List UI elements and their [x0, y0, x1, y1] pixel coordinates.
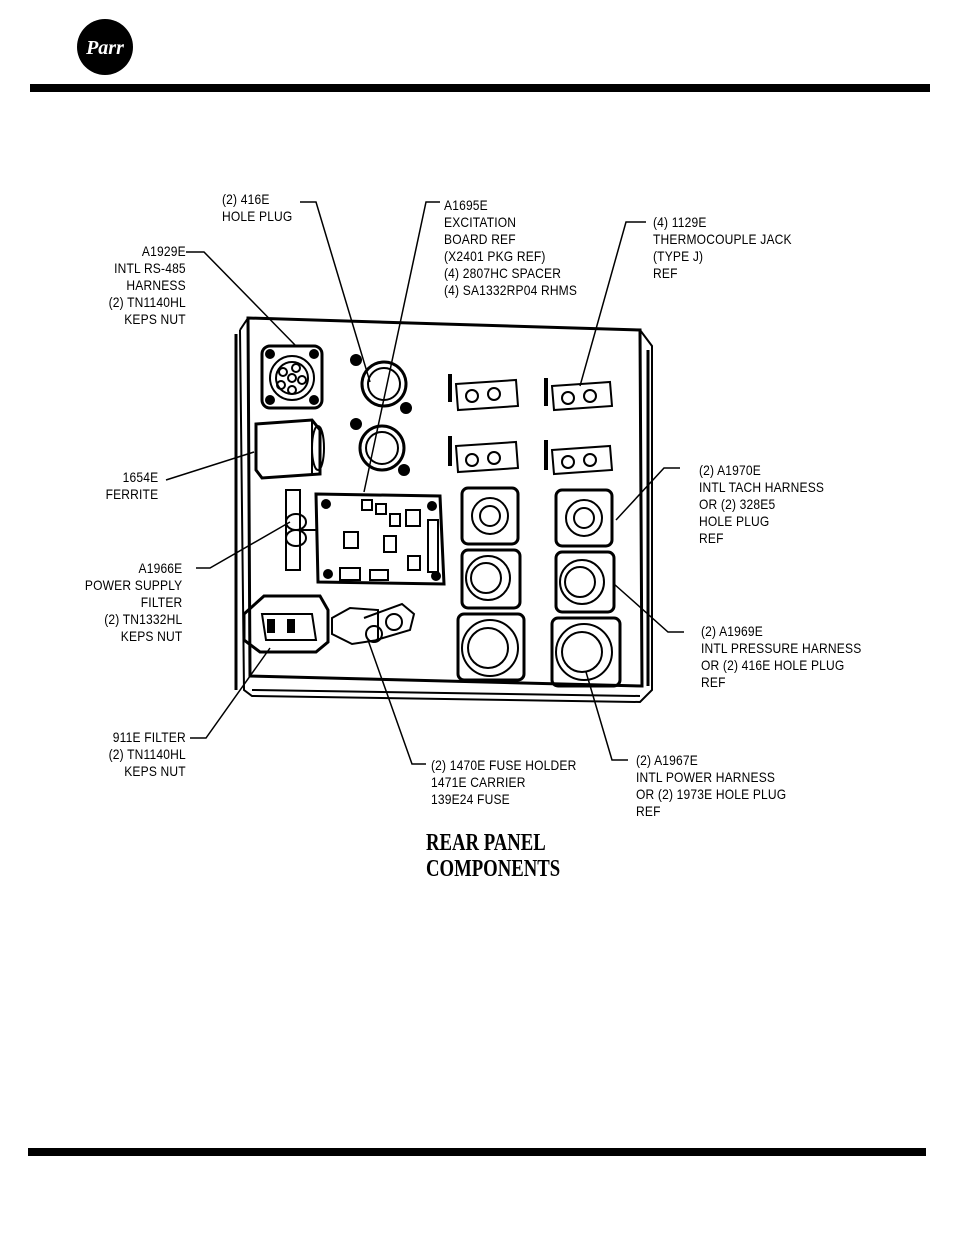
- callout-excitation-board: A1695E EXCITATION BOARD REF (X2401 PKG R…: [444, 197, 577, 299]
- callout-thermocouple-jack: (4) 1129E THERMOCOUPLE JACK (TYPE J) REF: [653, 214, 792, 282]
- callout-line: OR (2) 1973E HOLE PLUG: [636, 786, 787, 802]
- callout-line: (2) A1969E: [701, 623, 763, 639]
- footer-rule: [28, 1148, 926, 1156]
- callout-line: HOLE PLUG: [699, 513, 770, 529]
- power-supply-filter: [285, 489, 316, 571]
- tach-connectors: [460, 486, 614, 548]
- caption-line: COMPONENTS: [426, 856, 561, 882]
- caption-line: REAR PANEL: [426, 830, 546, 856]
- callout-line: (X2401 PKG REF): [444, 248, 546, 264]
- callout-fuse-holder: (2) 1470E FUSE HOLDER 1471E CARRIER 139E…: [431, 757, 576, 808]
- fuse-holders: [331, 602, 416, 646]
- callout-line: REF: [699, 530, 724, 546]
- ferrite-block: [254, 418, 325, 480]
- callout-line: OR (2) 328E5: [699, 496, 776, 512]
- callout-line: 911E FILTER: [112, 729, 186, 745]
- callout-pressure-harness: (2) A1969E INTL PRESSURE HARNESS OR (2) …: [701, 623, 861, 691]
- callout-power-supply-filter: A1966E POWER SUPPLY FILTER (2) TN1332HL …: [84, 560, 182, 645]
- callout-line: THERMOCOUPLE JACK: [653, 231, 792, 247]
- callout-line: (4) SA1332RP04 RHMS: [444, 282, 578, 298]
- callout-line: REF: [653, 265, 678, 281]
- callout-line: HARNESS: [126, 277, 186, 293]
- callout-line: FERRITE: [105, 486, 158, 502]
- callout-line: POWER SUPPLY: [84, 577, 182, 593]
- header-rule: [30, 84, 930, 92]
- callout-911e-filter: 911E FILTER (2) TN1140HL KEPS NUT: [109, 729, 186, 780]
- callout-line: OR (2) 416E HOLE PLUG: [701, 657, 845, 673]
- callout-line: REF: [636, 803, 661, 819]
- panel-outline: [234, 316, 653, 704]
- figure-caption: REAR PANEL COMPONENTS: [426, 830, 560, 882]
- callout-line: 139E24 FUSE: [431, 791, 510, 807]
- callout-line: (2) TN1140HL: [108, 294, 186, 310]
- callout-line: INTL RS-485: [114, 260, 186, 276]
- callout-line: (2) TN1140HL: [108, 746, 186, 762]
- callout-line: EXCITATION: [444, 214, 517, 230]
- callout-line: INTL PRESSURE HARNESS: [701, 640, 862, 656]
- callout-line: (TYPE J): [653, 248, 704, 264]
- callout-line: 1654E: [122, 469, 158, 485]
- callout-line: (4) 2807HC SPACER: [444, 265, 562, 281]
- callout-line: KEPS NUT: [124, 311, 186, 327]
- callout-line: A1966E: [138, 560, 182, 576]
- callout-line: INTL TACH HARNESS: [699, 479, 825, 495]
- callout-line: FILTER: [140, 594, 182, 610]
- callout-line: 1471E CARRIER: [431, 774, 526, 790]
- callout-line: (2) A1970E: [699, 462, 761, 478]
- callout-line: BOARD REF: [444, 231, 516, 247]
- callout-line: A1695E: [444, 197, 488, 213]
- callout-line: (4) 1129E: [653, 214, 707, 230]
- callout-line: INTL POWER HARNESS: [636, 769, 776, 785]
- callout-line: KEPS NUT: [120, 628, 182, 644]
- callout-line: KEPS NUT: [124, 763, 186, 779]
- leader-lines: [165, 201, 684, 765]
- callout-line: REF: [701, 674, 726, 690]
- logo-text: Parr: [85, 37, 124, 59]
- iec-inlet-filter: [242, 594, 330, 654]
- callout-line: (2) A1967E: [636, 752, 698, 768]
- callout-tach-harness: (2) A1970E INTL TACH HARNESS OR (2) 328E…: [699, 462, 824, 547]
- callout-line: (2) 1470E FUSE HOLDER: [431, 757, 577, 773]
- callout-line: A1929E: [142, 243, 186, 259]
- thermocouple-jacks: [448, 374, 614, 476]
- callout-power-harness: (2) A1967E INTL POWER HARNESS OR (2) 197…: [636, 752, 786, 820]
- callout-ferrite: 1654E FERRITE: [105, 469, 158, 503]
- callout-line: (2) TN1332HL: [103, 611, 182, 627]
- parr-logo: Parr: [77, 19, 133, 75]
- callout-rs485-harness: A1929E INTL RS-485 HARNESS (2) TN1140HL …: [109, 243, 186, 328]
- callout-line: HOLE PLUG: [222, 208, 293, 224]
- rs485-connector: [260, 344, 324, 410]
- callout-line: (2) 416E: [222, 191, 270, 207]
- power-connectors: [456, 612, 622, 688]
- excitation-board: [314, 492, 446, 586]
- callout-hole-plug: (2) 416E HOLE PLUG: [222, 191, 292, 225]
- pressure-connectors: [460, 548, 616, 614]
